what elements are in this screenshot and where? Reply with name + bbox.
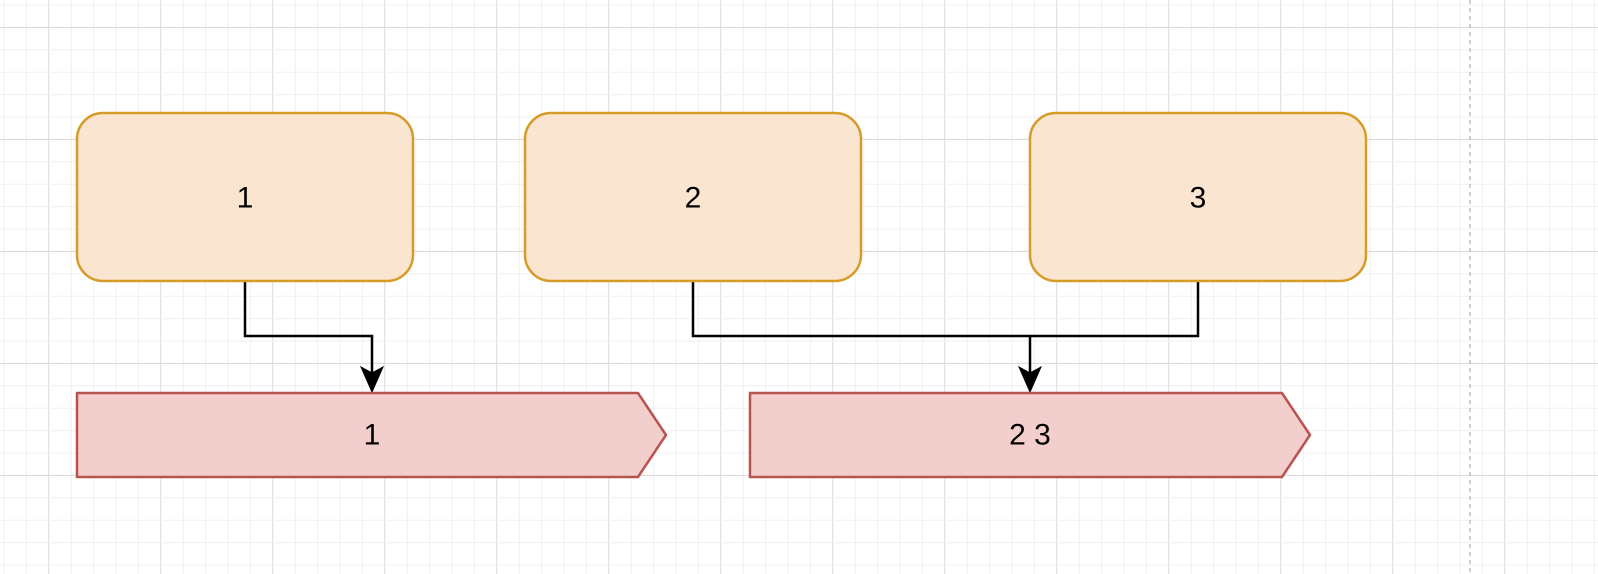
- box-2-shape: [523, 111, 863, 283]
- node-box-3[interactable]: 3: [1028, 111, 1368, 283]
- box-2-label: 2: [685, 182, 702, 215]
- step-1-shape: [75, 391, 668, 479]
- step-23-label: 2 3: [1009, 419, 1051, 452]
- box-3-label: 3: [1190, 182, 1207, 215]
- node-step-23[interactable]: 2 3: [748, 391, 1312, 479]
- node-step-1[interactable]: 1: [75, 391, 668, 479]
- step-23-shape: [748, 391, 1312, 479]
- node-box-2[interactable]: 2: [523, 111, 863, 283]
- step-1-label: 1: [364, 419, 381, 452]
- box-3-shape: [1028, 111, 1368, 283]
- arrowhead-step23: [1017, 365, 1043, 394]
- node-box-1[interactable]: 1: [75, 111, 415, 283]
- arrowhead-step1: [359, 365, 385, 394]
- connector-box2-box3[interactable]: [691, 281, 1200, 338]
- box-1-shape: [75, 111, 415, 283]
- box-1-label: 1: [237, 182, 254, 215]
- connector-box1-to-step1[interactable]: [243, 281, 374, 385]
